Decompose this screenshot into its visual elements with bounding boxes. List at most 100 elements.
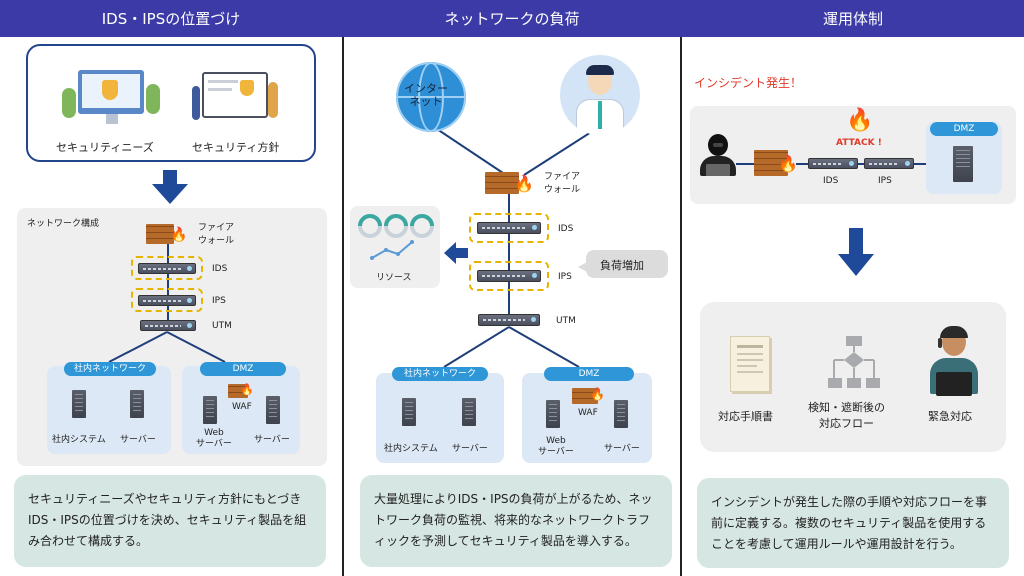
arrow-left-icon [444,242,468,264]
hacker-icon [700,134,736,178]
ids-label: IDS [558,224,574,234]
security-needs-illustration [62,62,160,128]
header-network-load: ネットワークの負荷 [342,0,682,37]
flowchart-icon [828,336,880,388]
dmz-zone [182,366,300,454]
resource-label: リソース [376,273,412,283]
connector-line [167,240,169,330]
utm-label: UTM [212,321,232,331]
connector-lines [108,331,226,363]
fire-icon: 🔥 [778,154,798,173]
utm-device-icon [478,314,540,326]
ips-highlight [469,261,549,291]
ips-device-icon [138,295,196,306]
operations-description: インシデントが発生した際の手順や対応フローを事前に定義する。複数のセキュリティ製… [697,478,1009,568]
firewall-label: ファイア ウォール [544,172,581,195]
internal-network-zone [376,373,504,463]
internal-system-label: 社内システム [52,435,106,445]
firewall-icon [485,172,519,194]
web-server-label: Web サーバー [538,436,574,457]
ips-device-icon [477,270,541,282]
utm-device-icon [140,320,196,331]
attack-label: ATTACK ! [836,138,882,148]
server-icon [402,398,416,426]
emergency-label: 緊急対応 [928,410,972,423]
load-increase-callout [586,250,668,278]
header-label: 運用体制 [822,10,883,28]
flow-label: 検知・遮断後の 対応フロー [808,401,885,430]
column-divider [680,37,682,576]
firewall-label: ファイア ウォール [198,223,235,246]
internet-globe-icon [396,62,466,132]
fire-icon: 🔥 [514,174,534,193]
waf-label: WAF [578,408,598,418]
load-increase-label: 負荷増加 [600,259,644,272]
internal-network-badge: 社内ネットワーク [392,367,488,381]
internal-network-zone [47,366,171,454]
header-label: ネットワークの負荷 [444,10,580,28]
connector-lines [433,126,600,368]
ids-highlight [131,256,203,280]
internal-system-label: 社内システム [384,444,438,454]
security-policy-label: セキュリティ方針 [192,141,280,154]
server-label: サーバー [254,435,290,445]
waf-label: WAF [232,402,252,412]
web-server-label: Web サーバー [196,428,232,449]
server-icon [203,396,217,424]
ids-label: IDS [212,264,228,274]
internet-label: インター ネット [404,82,448,108]
header-label: IDS・IPSの位置づけ [101,10,241,28]
incident-title: インシデント発生！ [694,76,803,90]
server-label: サーバー [604,444,640,454]
fire-icon: 🔥 [590,387,605,401]
dmz-badge: DMZ [930,122,998,136]
ips-highlight [131,288,203,312]
ids-device-icon [477,222,541,234]
fire-icon: 🔥 [170,227,188,243]
security-needs-label: セキュリティニーズ [56,141,154,154]
firewall-icon [146,224,174,244]
dmz-badge: DMZ [200,362,286,376]
security-policy-illustration [192,62,282,128]
server-label: サーバー [120,435,156,445]
ips-device-icon [864,158,914,169]
callout-tail [578,262,587,272]
connector-line [736,163,754,165]
utm-label: UTM [556,316,576,326]
waf-firewall-icon [572,388,598,404]
ids-label: IDS [823,176,839,186]
column-divider [342,37,344,576]
arrow-down-icon [152,170,188,204]
manual-document-icon [730,336,770,392]
ids-device-icon [138,263,196,274]
waf-firewall-icon [228,384,248,398]
server-icon [462,398,476,426]
network-config-title: ネットワーク構成 [27,219,100,229]
user-avatar-icon [560,55,640,135]
ips-label: IPS [212,296,226,306]
server-icon [266,396,280,424]
header-positioning: IDS・IPSの位置づけ [0,0,342,37]
resource-gauge-icons [358,214,434,260]
dmz-badge: DMZ [544,367,634,381]
fire-icon: 🔥 [846,108,874,133]
header-operations: 運用体制 [682,0,1024,37]
server-icon [130,390,144,418]
needs-policy-box [26,44,316,162]
positioning-description: セキュリティニーズやセキュリティ方針にもとづきIDS・IPSの位置づけを決め、セ… [14,475,326,567]
server-label: サーバー [452,444,488,454]
ips-label: IPS [878,176,892,186]
firewall-icon [754,150,788,176]
server-icon [72,390,86,418]
ids-highlight [469,213,549,243]
internal-network-badge: 社内ネットワーク [64,362,156,376]
manual-label: 対応手順書 [718,410,773,423]
ips-label: IPS [558,272,572,282]
arrow-down-icon [838,228,874,276]
fire-icon: 🔥 [240,383,254,396]
operator-icon [926,326,982,400]
server-icon [953,146,973,182]
ids-device-icon [808,158,858,169]
server-icon [614,400,628,428]
network-load-description: 大量処理によりIDS・IPSの負荷が上がるため、ネットワーク負荷の監視、将来的な… [360,475,672,567]
